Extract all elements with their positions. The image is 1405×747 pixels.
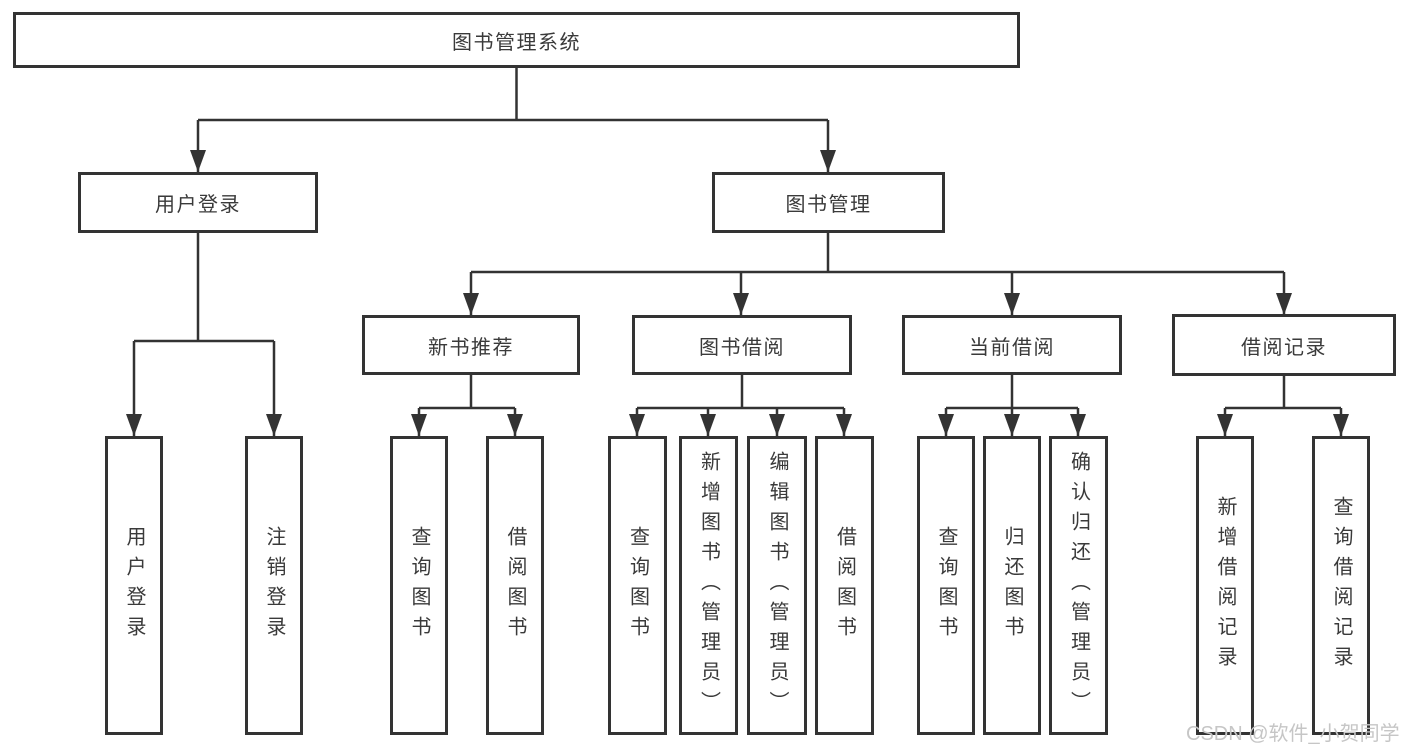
leaf-bb-edit-books-admin: 编辑图书（管理员）: [747, 436, 807, 735]
leaf-bb-borrow-books: 借阅图书: [815, 436, 874, 735]
node-label: 新增借阅记录: [1214, 495, 1236, 676]
node-label: 用户登录: [123, 525, 145, 646]
csdn-watermark: CSDN @软件_小贺同学: [1186, 723, 1400, 745]
node-label: 用户登录: [155, 194, 241, 216]
node-label: 图书借阅: [699, 336, 785, 359]
arrowhead-icon: [507, 414, 523, 436]
node-book-borrow: 图书借阅: [632, 315, 852, 375]
node-label: 新增图书（管理员）: [697, 450, 720, 721]
node-root: 图书管理系统: [13, 12, 1020, 68]
arrowhead-icon: [820, 150, 836, 172]
leaf-nbr-borrow-books: 借阅图书: [486, 436, 544, 735]
node-label: 新书推荐: [428, 336, 514, 359]
node-label: 确认归还（管理员）: [1067, 450, 1090, 721]
node-label: 查询图书: [408, 525, 430, 646]
leaf-bb-query-books: 查询图书: [608, 436, 667, 735]
leaf-logout: 注销登录: [245, 436, 303, 735]
arrowhead-icon: [1276, 293, 1292, 315]
arrowhead-icon: [1070, 414, 1086, 436]
leaf-bb-add-books-admin: 新增图书（管理员）: [679, 436, 738, 735]
leaf-nbr-query-books: 查询图书: [390, 436, 448, 735]
arrowhead-icon: [1217, 414, 1233, 436]
node-user-login: 用户登录: [78, 172, 318, 233]
node-label: 借阅图书: [504, 525, 526, 646]
arrowhead-icon: [463, 293, 479, 315]
arrowhead-icon: [266, 414, 282, 436]
arrowhead-icon: [190, 150, 206, 172]
arrowhead-icon: [938, 414, 954, 436]
node-new-book-recommend: 新书推荐: [362, 315, 580, 375]
arrowhead-icon: [836, 414, 852, 436]
arrowhead-icon: [411, 414, 427, 436]
node-label: 编辑图书（管理员）: [766, 450, 788, 721]
node-label: 图书管理系统: [452, 31, 581, 54]
node-label: 归还图书: [1001, 525, 1023, 646]
leaf-cb-confirm-return-admin: 确认归还（管理员）: [1049, 436, 1108, 735]
node-current-borrow: 当前借阅: [902, 315, 1122, 375]
leaf-user-login: 用户登录: [105, 436, 163, 735]
arrowhead-icon: [733, 293, 749, 315]
arrowhead-icon: [1004, 414, 1020, 436]
node-borrow-records: 借阅记录: [1172, 314, 1396, 376]
arrowhead-icon: [700, 414, 716, 436]
node-label: 查询图书: [935, 525, 957, 646]
node-label: 注销登录: [263, 525, 285, 646]
leaf-cb-return-books: 归还图书: [983, 436, 1041, 735]
leaf-br-query-record: 查询借阅记录: [1312, 436, 1370, 735]
arrowhead-icon: [126, 414, 142, 436]
node-label: 查询借阅记录: [1330, 495, 1352, 676]
arrowhead-icon: [1333, 414, 1349, 436]
arrowhead-icon: [769, 414, 785, 436]
node-label: 图书管理: [785, 194, 872, 216]
node-label: 借阅记录: [1241, 336, 1327, 359]
node-book-management: 图书管理: [712, 172, 945, 233]
arrowhead-icon: [1004, 293, 1020, 315]
leaf-cb-query-books: 查询图书: [917, 436, 975, 735]
node-label: 借阅图书: [833, 525, 856, 646]
leaf-br-add-record: 新增借阅记录: [1196, 436, 1254, 735]
node-label: 查询图书: [626, 525, 649, 646]
arrowhead-icon: [629, 414, 645, 436]
node-label: 当前借阅: [969, 336, 1055, 359]
